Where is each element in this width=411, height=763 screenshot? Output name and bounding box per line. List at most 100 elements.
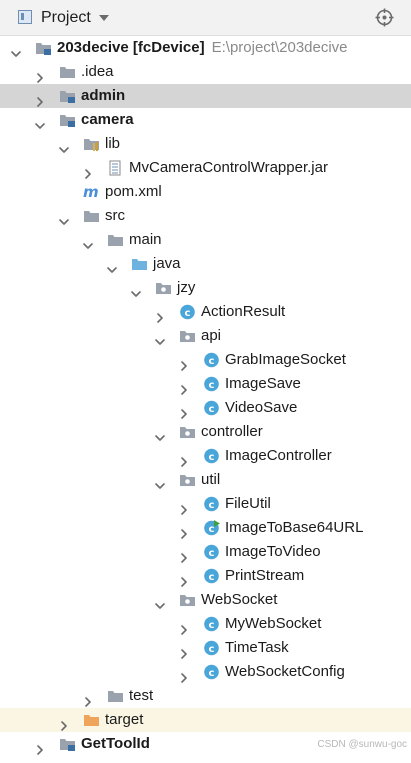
tree-row[interactable]: api (0, 324, 411, 348)
chevron-right-icon[interactable] (179, 523, 189, 533)
tree-item-name: MvCameraControlWrapper.jar (129, 159, 328, 176)
chevron-right-icon[interactable] (155, 307, 165, 317)
chevron-right-icon[interactable] (59, 715, 69, 725)
chevron-right-icon[interactable] (179, 547, 189, 557)
chevron-right-icon[interactable] (179, 379, 189, 389)
chevron-right-icon[interactable] (179, 355, 189, 365)
tree-item-label: controller (201, 420, 263, 444)
tree-item-label: TimeTask (225, 636, 289, 660)
module-name-suffix: [fcDevice] (129, 39, 205, 56)
tree-row[interactable]: test (0, 684, 411, 708)
chevron-right-icon[interactable] (179, 619, 189, 629)
tree-row[interactable]: camera (0, 108, 411, 132)
tree-row[interactable]: 203decive [fcDevice]E:\project\203decive (0, 36, 411, 60)
tree-row[interactable]: lib (0, 132, 411, 156)
tree-item-label: GrabImageSocket (225, 348, 346, 372)
panel-title[interactable]: Project (41, 9, 91, 27)
tree-row[interactable]: MvCameraControlWrapper.jar (0, 156, 411, 180)
tree-item-name: .idea (81, 63, 114, 80)
tree-item-name: pom.xml (105, 183, 162, 200)
tree-item-name: main (129, 231, 162, 248)
svg-text:c: c (209, 620, 215, 631)
runnable-class-icon: c (203, 520, 220, 536)
tree-item-name: util (201, 471, 220, 488)
tree-item-name: FileUtil (225, 495, 271, 512)
tree-item-label: ImageSave (225, 372, 301, 396)
tree-row[interactable]: admin (0, 84, 411, 108)
chevron-down-icon[interactable] (131, 283, 141, 293)
tree-item-name: MyWebSocket (225, 615, 321, 632)
tree-item-name: GetToolId (81, 735, 150, 752)
tree-item-name: jzy (177, 279, 195, 296)
tree-item-label: target (105, 708, 143, 732)
tree-item-name: test (129, 687, 153, 704)
tree-row[interactable]: target (0, 708, 411, 732)
chevron-down-icon[interactable] (35, 115, 45, 125)
tree-row[interactable]: util (0, 468, 411, 492)
folder-icon (107, 232, 124, 248)
chevron-down-icon[interactable] (155, 595, 165, 605)
tree-item-label: jzy (177, 276, 195, 300)
tree-item-label: pom.xml (105, 180, 162, 204)
tree-row[interactable]: java (0, 252, 411, 276)
chevron-right-icon[interactable] (35, 67, 45, 77)
tree-item-label: FileUtil (225, 492, 271, 516)
tree-item-label: .idea (81, 60, 114, 84)
tree-item-label: MyWebSocket (225, 612, 321, 636)
class-icon: c (203, 640, 220, 656)
chevron-right-icon[interactable] (83, 691, 93, 701)
tree-item-name: GrabImageSocket (225, 351, 346, 368)
tree-item-label: api (201, 324, 221, 348)
chevron-down-icon[interactable] (107, 259, 117, 269)
tree-row[interactable]: c ImageSave (0, 372, 411, 396)
chevron-right-icon[interactable] (179, 403, 189, 413)
tree-item-label: WebSocket (201, 588, 277, 612)
chevron-down-icon[interactable] (11, 43, 21, 53)
chevron-right-icon[interactable] (179, 667, 189, 677)
chevron-down-icon[interactable] (155, 427, 165, 437)
chevron-right-icon[interactable] (35, 91, 45, 101)
tree-row[interactable]: src (0, 204, 411, 228)
svg-text:c: c (209, 380, 215, 391)
chevron-down-icon[interactable] (155, 331, 165, 341)
chevron-down-icon[interactable] (59, 211, 69, 221)
class-icon: c (203, 496, 220, 512)
tree-row[interactable]: controller (0, 420, 411, 444)
chevron-right-icon[interactable] (83, 163, 93, 173)
tree-item-label: WebSocketConfig (225, 660, 345, 684)
package-icon (179, 328, 196, 344)
tree-row[interactable]: WebSocket (0, 588, 411, 612)
tree-row[interactable]: jzy (0, 276, 411, 300)
crosshair-icon[interactable] (375, 8, 394, 27)
chevron-right-icon[interactable] (179, 571, 189, 581)
tree-row[interactable]: c MyWebSocket (0, 612, 411, 636)
chevron-right-icon[interactable] (179, 643, 189, 653)
class-icon: c (203, 544, 220, 560)
chevron-down-icon[interactable] (59, 139, 69, 149)
tree-item-label: GetToolId (81, 732, 150, 756)
chevron-down-icon[interactable] (83, 235, 93, 245)
view-dropdown-chevron-down-icon[interactable] (99, 15, 109, 21)
svg-text:c: c (209, 548, 215, 559)
watermark: CSDN @sunwu-goc (317, 739, 407, 750)
chevron-down-icon[interactable] (155, 475, 165, 485)
tree-row[interactable]: main (0, 228, 411, 252)
tree-item-name: ActionResult (201, 303, 285, 320)
tree-row[interactable]: .idea (0, 60, 411, 84)
chevron-right-icon[interactable] (35, 739, 45, 749)
tree-row[interactable]: c TimeTask (0, 636, 411, 660)
svg-text:c: c (209, 644, 215, 655)
chevron-right-icon[interactable] (179, 499, 189, 509)
tree-row[interactable]: c FileUtil (0, 492, 411, 516)
tree-item-label: src (105, 204, 125, 228)
chevron-right-icon[interactable] (179, 451, 189, 461)
